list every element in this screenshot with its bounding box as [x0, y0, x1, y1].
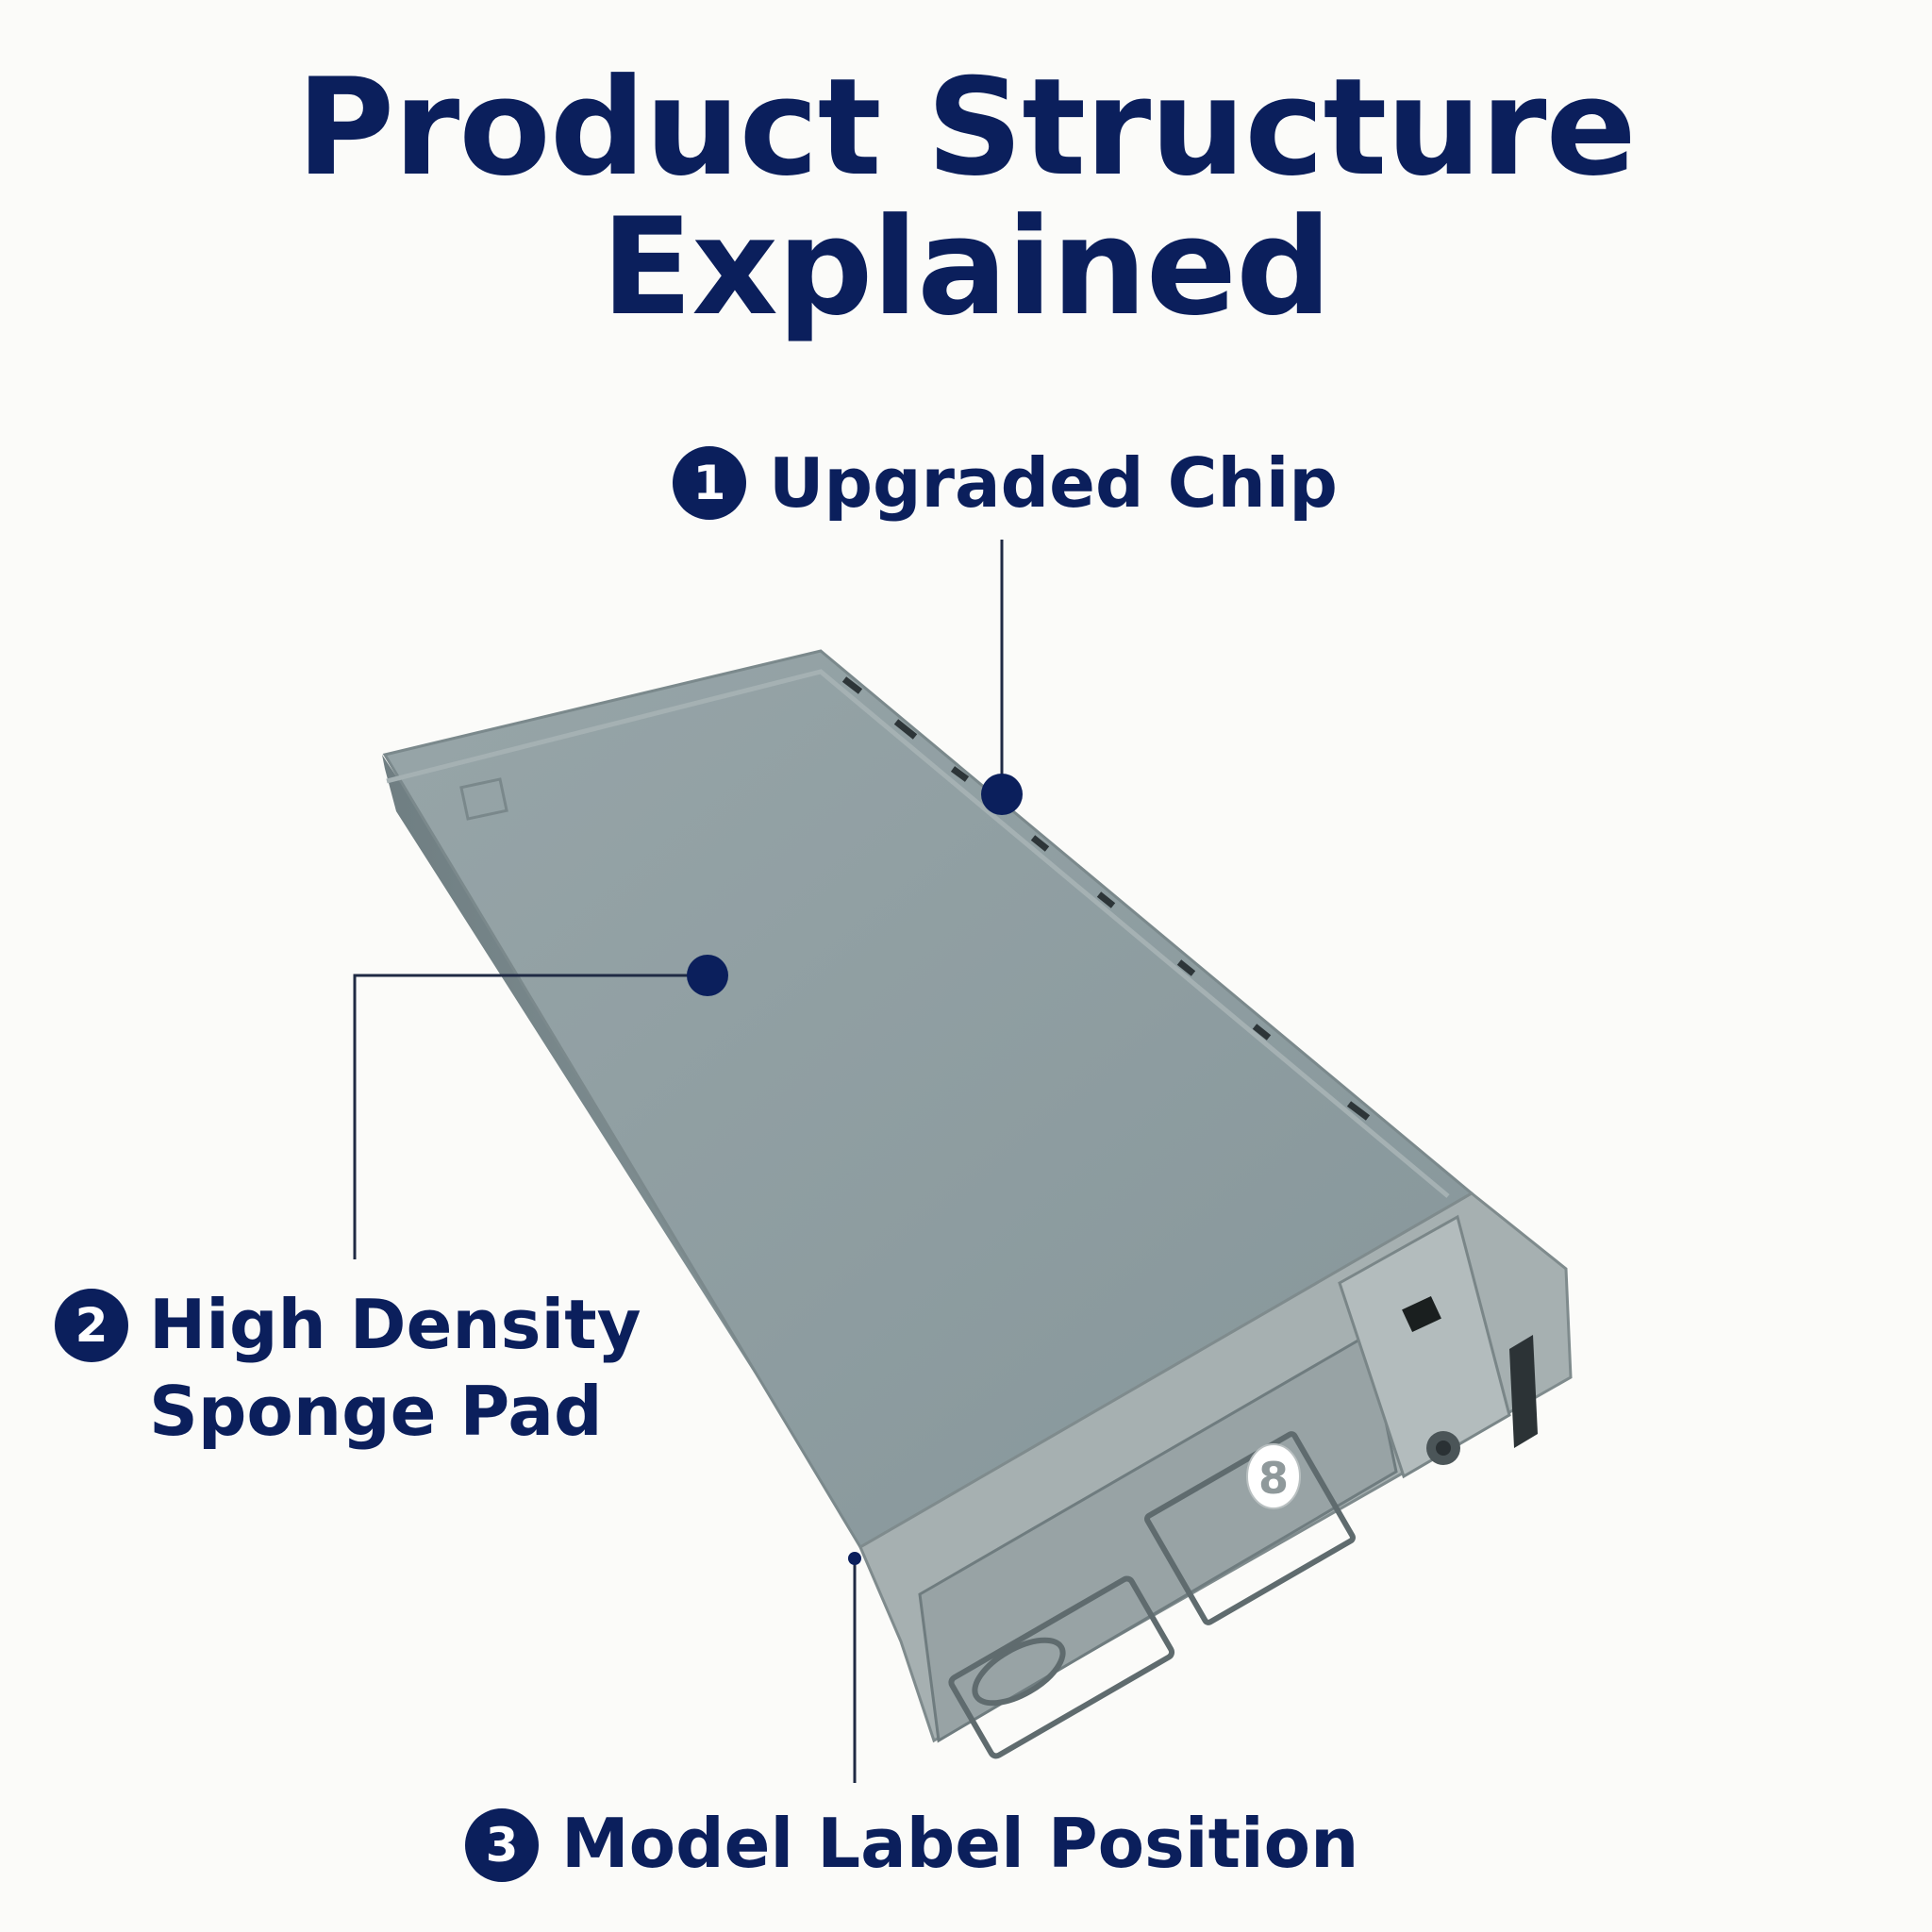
end-digit-badge: 8 [1246, 1443, 1301, 1509]
title-line-2: Explained [601, 190, 1331, 345]
title-line-1: Product Structure [296, 50, 1637, 206]
callout-1-number-badge: 1 [673, 446, 746, 520]
embossed-mark [459, 777, 508, 821]
leader-line-2 [353, 974, 708, 1259]
chip-housing [1338, 1214, 1511, 1479]
cartridge-rim [386, 669, 1450, 1198]
callout-3-number-badge: 3 [465, 1808, 539, 1882]
callout-leaders [353, 540, 1023, 1783]
ink-cartridge: 8 [382, 649, 1573, 1759]
callout-2-label: High Density Sponge Pad [149, 1281, 641, 1455]
edge-notches [841, 676, 1371, 1121]
marker-dot-3 [848, 1552, 861, 1565]
end-slot [1509, 1335, 1538, 1448]
callout-2-label-line-2: Sponge Pad [149, 1372, 603, 1451]
callout-3-label: Model Label Position [561, 1804, 1359, 1883]
end-digit: 8 [1258, 1453, 1289, 1504]
end-face-channels [948, 1431, 1356, 1759]
marker-dot-1 [981, 774, 1023, 815]
callout-2-label-line-1: High Density [149, 1285, 641, 1364]
callout-2-number-badge: 2 [55, 1289, 128, 1362]
callout-1-label: Upgraded Chip [769, 443, 1338, 523]
marker-dot-2 [687, 955, 728, 996]
page-title: Product Structure Explained [0, 58, 1932, 338]
chip-contact [1402, 1296, 1441, 1332]
